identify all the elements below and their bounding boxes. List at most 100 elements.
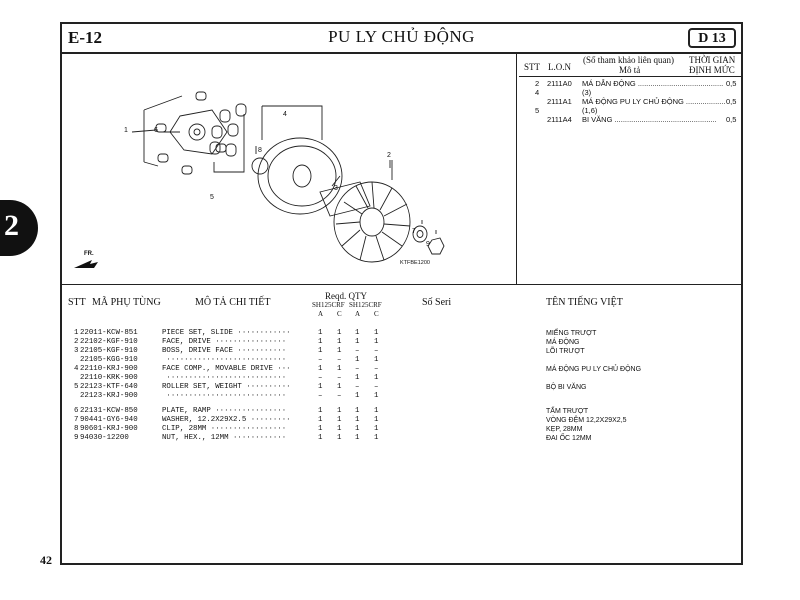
col-model-2: SH125CRF bbox=[349, 301, 382, 309]
col-model-1: SH125CRF bbox=[312, 301, 345, 309]
part-viet-name: BỘ BI VĂNG bbox=[546, 384, 587, 391]
part-qty-c1: 1 bbox=[337, 365, 342, 373]
part-qty-c1: 1 bbox=[337, 329, 342, 337]
ref-time: 0,5 bbox=[726, 115, 737, 124]
col-a-2: A bbox=[355, 310, 361, 318]
part-qty-a1: 1 bbox=[318, 416, 323, 424]
part-qty-a1: – bbox=[318, 374, 323, 382]
col-part-no: MÃ PHỤ TÙNG bbox=[92, 297, 161, 308]
part-stt: 5 bbox=[74, 383, 79, 391]
diagram-code-badge: D 13 bbox=[688, 28, 736, 48]
callout-2: 2 bbox=[387, 152, 391, 159]
part-qty-a2: 1 bbox=[355, 416, 360, 424]
part-viet-name: ĐAI ỐC 12MM bbox=[546, 435, 592, 442]
part-desc: PIECE SET, SLIDE ············ bbox=[162, 329, 291, 337]
part-qty-c2: 1 bbox=[374, 374, 379, 382]
ref-stt: 4 bbox=[535, 88, 540, 97]
part-desc: ··························· bbox=[162, 356, 287, 364]
part-qty-c1: 1 bbox=[337, 383, 342, 391]
callout-8: 8 bbox=[258, 147, 262, 154]
col-stt: STT bbox=[68, 297, 86, 308]
callout-4: 4 bbox=[283, 111, 287, 118]
part-qty-a2: 1 bbox=[355, 407, 360, 415]
part-qty-a2: 1 bbox=[355, 392, 360, 400]
part-desc: ··························· bbox=[162, 392, 287, 400]
part-number: 94030-12200 bbox=[80, 434, 129, 442]
ref-header-stt: STT bbox=[524, 62, 541, 72]
part-desc: FACE, DRIVE ················ bbox=[162, 338, 287, 346]
part-qty-a2: – bbox=[355, 383, 360, 391]
part-number: 90441-GY6-940 bbox=[80, 416, 138, 424]
part-viet-name: MIẾNG TRƯỢT bbox=[546, 330, 597, 337]
ref-lon: 2111A1 bbox=[547, 97, 572, 106]
part-qty-a2: 1 bbox=[355, 434, 360, 442]
part-qty-a1: 1 bbox=[318, 425, 323, 433]
part-stt: 7 bbox=[74, 416, 79, 424]
part-stt: 1 bbox=[74, 329, 79, 337]
part-desc: FACE COMP., MOVABLE DRIVE ··· bbox=[162, 365, 291, 373]
ref-desc: BI VĂNG ................................… bbox=[582, 115, 717, 124]
callout-1: 1 bbox=[124, 127, 128, 134]
part-number: 22105-KGG-910 bbox=[80, 356, 138, 364]
part-qty-a1: 1 bbox=[318, 329, 323, 337]
callout-9: 9 bbox=[426, 241, 430, 248]
part-qty-c1: 1 bbox=[337, 347, 342, 355]
callout-5: 5 bbox=[210, 194, 214, 201]
ref-time: 0,5 bbox=[726, 79, 737, 88]
page-number: 42 bbox=[40, 553, 52, 567]
part-qty-a2: 1 bbox=[355, 338, 360, 346]
part-qty-c2: 1 bbox=[374, 392, 379, 400]
part-viet-name: KẸP, 28MM bbox=[546, 426, 583, 433]
figure-code: KTFBE1200 bbox=[400, 260, 430, 266]
ref-desc: MÁ DẪN ĐỘNG ............................… bbox=[582, 79, 724, 88]
part-desc: WASHER, 12.2X29X2.5 ········· bbox=[162, 416, 291, 424]
part-number: 22110-KRJ-900 bbox=[80, 365, 138, 373]
exploded-diagram: 1 6 4 8 5 3 2 7 9 FR. KTFBE1200 bbox=[62, 54, 517, 284]
part-viet-name: TẤM TRƯỢT bbox=[546, 408, 589, 415]
part-qty-c1: – bbox=[337, 374, 342, 382]
part-qty-a1: 1 bbox=[318, 407, 323, 415]
part-viet-name: MÁ ĐỘNG PU LY CHỦ ĐỘNG bbox=[546, 366, 642, 373]
part-stt: 3 bbox=[74, 347, 79, 355]
callout-6: 6 bbox=[154, 127, 158, 134]
part-qty-a1: – bbox=[318, 356, 323, 364]
part-number: 22123-KTF-640 bbox=[80, 383, 138, 391]
part-desc: PLATE, RAMP ················ bbox=[162, 407, 287, 415]
part-qty-a1: 1 bbox=[318, 365, 323, 373]
part-qty-a2: 1 bbox=[355, 329, 360, 337]
ref-stt: 5 bbox=[535, 106, 540, 115]
col-c-2: C bbox=[374, 310, 379, 318]
part-viet-name: VÒNG ĐỆM 12,2X29X2,5 bbox=[546, 417, 627, 424]
page-title: PU LY CHỦ ĐỘNG bbox=[328, 27, 475, 46]
callout-3: 3 bbox=[334, 185, 338, 192]
part-number: 22102-KGF-910 bbox=[80, 338, 138, 346]
part-qty-c2: 1 bbox=[374, 329, 379, 337]
ref-stt: 2 bbox=[535, 79, 540, 88]
part-number: 22131-KCW-850 bbox=[80, 407, 138, 415]
part-qty-c2: 1 bbox=[374, 407, 379, 415]
part-qty-a2: 1 bbox=[355, 374, 360, 382]
part-qty-c2: 1 bbox=[374, 434, 379, 442]
part-qty-c2: – bbox=[374, 347, 379, 355]
col-reqd-qty: Reqd. QTY bbox=[325, 291, 367, 301]
part-stt: 2 bbox=[74, 338, 79, 346]
col-c-1: C bbox=[337, 310, 342, 318]
part-qty-c2: – bbox=[374, 365, 379, 373]
part-qty-c1: – bbox=[337, 356, 342, 364]
part-qty-a1: 1 bbox=[318, 347, 323, 355]
part-number: 22110-KRK-900 bbox=[80, 374, 138, 382]
part-qty-a1: – bbox=[318, 392, 323, 400]
part-viet-name: MÁ ĐỘNG bbox=[546, 339, 580, 346]
part-qty-a2: – bbox=[355, 365, 360, 373]
parts-page-frame: E-12 PU LY CHỦ ĐỘNG D 13 bbox=[60, 22, 743, 565]
part-stt: 9 bbox=[74, 434, 79, 442]
section-code: E-12 bbox=[68, 28, 102, 47]
part-qty-c2: – bbox=[374, 383, 379, 391]
part-qty-c1: – bbox=[337, 392, 342, 400]
ref-desc: (3) bbox=[582, 88, 592, 97]
part-stt: 6 bbox=[74, 407, 79, 415]
part-qty-a1: 1 bbox=[318, 338, 323, 346]
ref-time: 0,5 bbox=[726, 97, 737, 106]
ref-header-rule bbox=[519, 76, 741, 77]
part-qty-a2: 1 bbox=[355, 425, 360, 433]
